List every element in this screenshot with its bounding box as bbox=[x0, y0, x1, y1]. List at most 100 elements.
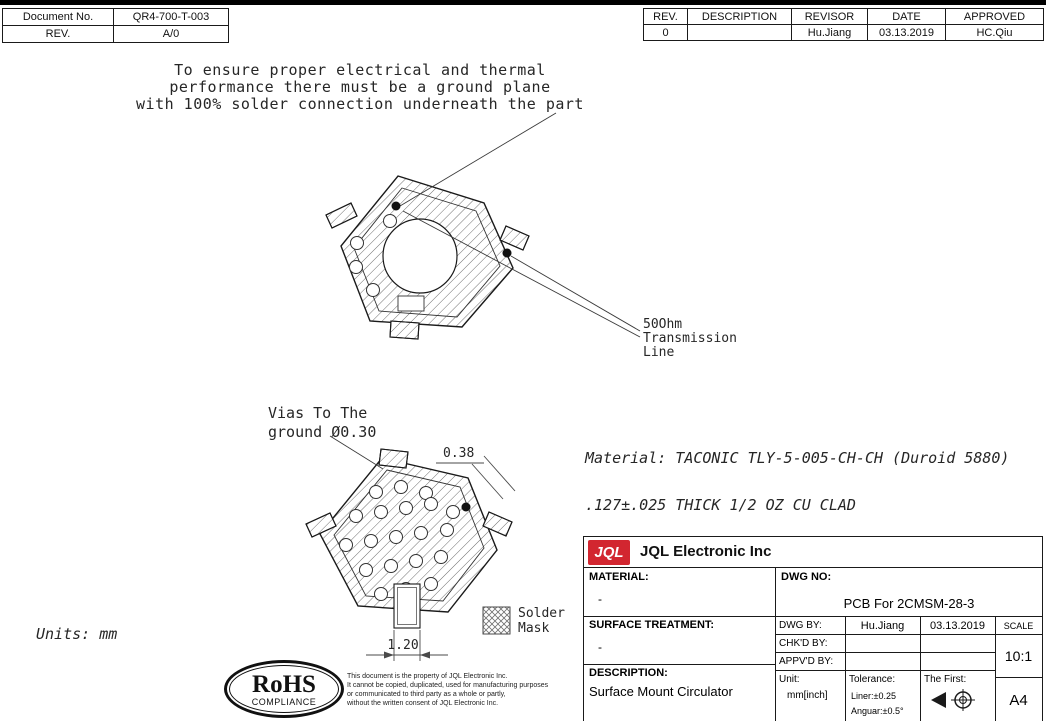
title-block-col-1 bbox=[845, 616, 846, 721]
via-hole bbox=[349, 509, 363, 523]
top-view-tab-left-hatch bbox=[325, 202, 358, 229]
via-hole bbox=[446, 505, 460, 519]
legal-notice: This document is the property of JQL Ele… bbox=[347, 673, 549, 707]
via-hole bbox=[414, 526, 428, 540]
surface-treatment-label: SURFACE TREATMENT: bbox=[589, 619, 715, 631]
ground-note-leader bbox=[399, 112, 557, 207]
description-label: DESCRIPTION: bbox=[589, 667, 668, 679]
via-hole bbox=[350, 236, 364, 250]
jql-logo-text: JQL bbox=[594, 544, 624, 561]
sheet-top-border bbox=[0, 0, 1046, 5]
first-angle-label: The First: bbox=[924, 674, 967, 685]
via-hole bbox=[349, 260, 363, 274]
title-block-left-border bbox=[583, 536, 584, 721]
bottom-pad-inner-outline bbox=[397, 587, 417, 625]
date-cell: 03.13.2019 bbox=[867, 24, 946, 41]
via-hole bbox=[440, 523, 454, 537]
document-rev-row: REV. A/0 bbox=[2, 25, 229, 43]
revision-table: REV. DESCRIPTION REVISOR DATE APPROVED 0… bbox=[643, 8, 1044, 41]
bottom-view-via-holes bbox=[339, 480, 460, 601]
solder-mask-swatch bbox=[482, 606, 511, 635]
rohs-inner-ring bbox=[229, 665, 339, 713]
dimension-trace-width bbox=[436, 455, 516, 500]
title-block-header-divider bbox=[583, 567, 1043, 568]
via-hole bbox=[364, 534, 378, 548]
solder-point-bottom-view bbox=[461, 502, 471, 512]
solder-point-right bbox=[502, 248, 512, 258]
via-hole bbox=[389, 530, 403, 544]
via-hole bbox=[369, 485, 383, 499]
title-block-row-divider-2 bbox=[583, 664, 775, 665]
vias-note-leader bbox=[329, 435, 384, 470]
approved-header: APPROVED bbox=[945, 8, 1044, 25]
top-view-port-cutout bbox=[397, 295, 425, 312]
revisor-cell: Hu.Jiang bbox=[791, 24, 868, 41]
title-block-main-vertical bbox=[775, 567, 776, 721]
material-value: - bbox=[598, 592, 602, 606]
scale-value: 10:1 bbox=[1004, 648, 1033, 664]
via-hole bbox=[424, 577, 438, 591]
via-hole bbox=[374, 587, 388, 601]
document-rev-value: A/0 bbox=[113, 25, 229, 43]
rev-header: REV. bbox=[643, 8, 688, 25]
title-block-right-border bbox=[1042, 536, 1043, 721]
via-hole bbox=[384, 559, 398, 573]
dwg-by-value: Hu.Jiang bbox=[860, 620, 905, 632]
dim-038-ext-line-1 bbox=[471, 463, 504, 500]
via-hole bbox=[383, 214, 397, 228]
tolerance-label: Tolerance: bbox=[849, 674, 896, 685]
rohs-logo: RoHS COMPLIANCE bbox=[224, 660, 344, 718]
center-resonator-opening bbox=[382, 218, 458, 294]
bottom-view-mounting-tabs bbox=[305, 448, 513, 538]
top-view-mounting-tabs bbox=[325, 202, 530, 340]
revision-data-row: 0 Hu.Jiang 03.13.2019 HC.Qiu bbox=[643, 24, 1044, 41]
paper-size: A4 bbox=[1009, 692, 1028, 709]
transmission-line-note: 50Ohm Transmission Line bbox=[643, 317, 737, 360]
appvd-by-label: APPV'D BY: bbox=[779, 656, 834, 667]
solder-points bbox=[391, 201, 512, 512]
title-block-row-divider-4 bbox=[775, 652, 995, 653]
units-note: Units: mm bbox=[36, 625, 118, 643]
surface-treatment-value: - bbox=[598, 640, 602, 654]
revisor-header: REVISOR bbox=[791, 8, 868, 25]
transmission-leader-2 bbox=[402, 210, 641, 338]
dim-038-ext-line-2 bbox=[483, 455, 516, 492]
dwg-by-label: DWG BY: bbox=[779, 620, 822, 631]
via-hole bbox=[374, 505, 388, 519]
unit-label: Unit: bbox=[779, 674, 800, 685]
approved-cell: HC.Qiu bbox=[945, 24, 1044, 41]
bottom-pad bbox=[393, 583, 421, 629]
jql-logo: JQL bbox=[588, 540, 630, 565]
title-block-row-divider-5 bbox=[775, 670, 995, 671]
dim-120-arrow-right bbox=[420, 651, 430, 659]
description-value: Surface Mount Circulator bbox=[589, 684, 733, 699]
vias-note: Vias To The ground Ø0.30 bbox=[268, 404, 377, 441]
top-view-tab-right-hatch bbox=[499, 225, 530, 251]
projection-cone bbox=[931, 692, 946, 708]
dim-trace-width-text: 0.38 bbox=[443, 446, 475, 461]
title-block-col-3 bbox=[995, 616, 996, 721]
via-hole bbox=[399, 501, 413, 515]
via-hole bbox=[366, 283, 380, 297]
dim-pad-width-text: 1.20 bbox=[387, 638, 419, 653]
title-block-top-border bbox=[583, 536, 1043, 537]
bottom-view-tab-left-hatch bbox=[305, 512, 337, 538]
dwg-date: 03.13.2019 bbox=[929, 620, 986, 632]
dim-120-arrow-left bbox=[384, 651, 394, 659]
title-block-col-2 bbox=[920, 616, 921, 721]
projection-symbol-icon bbox=[931, 689, 975, 711]
title-block-row-divider-1 bbox=[583, 616, 1043, 617]
tolerance-linear: Liner:±0.25 bbox=[851, 691, 896, 701]
transmission-leader-1 bbox=[510, 255, 641, 332]
material-label: MATERIAL: bbox=[589, 571, 649, 583]
dimension-pad-width bbox=[366, 630, 448, 661]
pcb-bottom-view bbox=[305, 448, 513, 629]
title-block-scale-divider bbox=[995, 677, 1042, 678]
document-no-row: Document No. QR4-700-T-003 bbox=[2, 8, 229, 26]
via-hole bbox=[434, 550, 448, 564]
top-view-tab-bottom-hatch bbox=[389, 320, 420, 340]
material-note-line2: .127±.025 THICK 1/2 OZ CU CLAD bbox=[585, 496, 856, 514]
top-view-via-holes bbox=[349, 214, 397, 297]
